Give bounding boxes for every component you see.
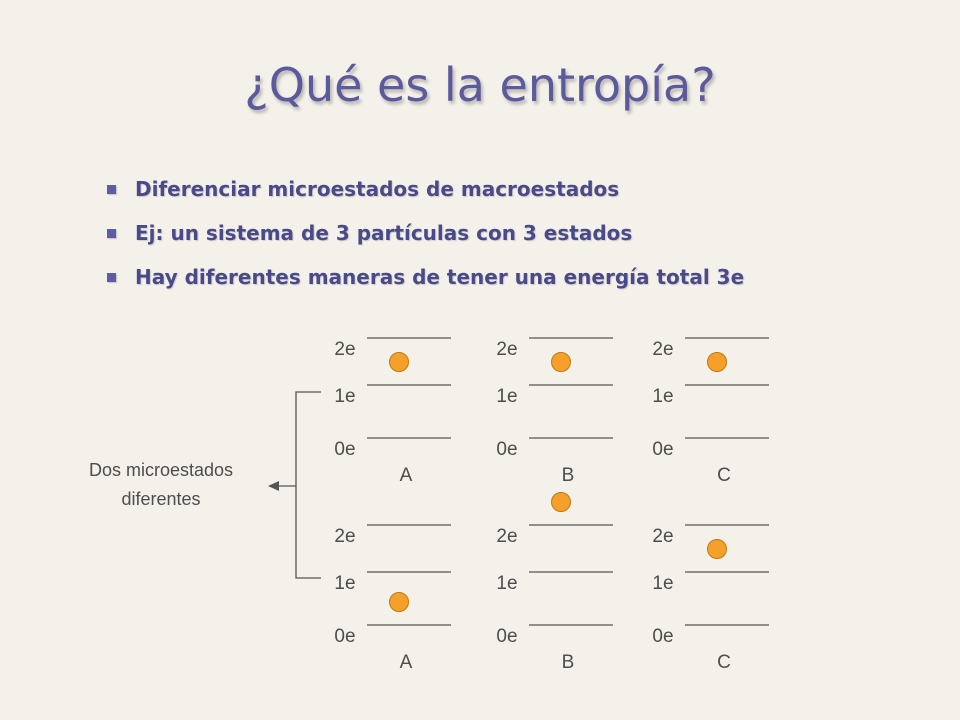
- energy-level-label: 1e: [496, 573, 517, 594]
- caption-line-2: diferentes: [121, 489, 200, 509]
- bullet-text: Hay diferentes maneras de tener una ener…: [135, 265, 745, 289]
- particle-dot: [551, 352, 571, 372]
- bullet-text: Diferenciar microestados de macroestados: [135, 177, 620, 201]
- energy-level-label: 0e: [334, 439, 355, 460]
- energy-level-label: 1e: [652, 573, 673, 594]
- particle-dot: [389, 352, 409, 372]
- energy-level-label: 0e: [334, 626, 355, 647]
- energy-level-label: 0e: [652, 626, 673, 647]
- square-bullet-icon: [107, 273, 116, 282]
- energy-level-label: 2e: [496, 339, 517, 360]
- bullet-item: Diferenciar microestados de macroestados: [105, 172, 744, 216]
- particle-label: C: [717, 652, 731, 673]
- energy-level-label: 1e: [652, 386, 673, 407]
- energy-level-label: 2e: [334, 339, 355, 360]
- energy-level-label: 0e: [496, 626, 517, 647]
- particle-label: C: [717, 465, 731, 486]
- particle-dot: [707, 539, 727, 559]
- bullet-list: Diferenciar microestados de macroestados…: [105, 172, 744, 304]
- particle-dot: [707, 352, 727, 372]
- energy-level-label: 1e: [334, 573, 355, 594]
- square-bullet-icon: [107, 185, 116, 194]
- particle-dot: [551, 492, 571, 512]
- particle-label: B: [562, 652, 575, 673]
- energy-level-label: 1e: [334, 386, 355, 407]
- slide-title: ¿Qué es la entropía?: [244, 58, 716, 112]
- energy-level-label: 2e: [652, 339, 673, 360]
- energy-level-label: 1e: [496, 386, 517, 407]
- caption-line-1: Dos microestados: [89, 460, 233, 480]
- particle-dot: [389, 592, 409, 612]
- bullet-item: Hay diferentes maneras de tener una ener…: [105, 260, 744, 304]
- energy-level-label: 2e: [652, 526, 673, 547]
- particle-label: B: [562, 465, 575, 486]
- particle-label: A: [400, 465, 413, 486]
- bullet-text: Ej: un sistema de 3 partículas con 3 est…: [135, 221, 633, 245]
- energy-level-label: 0e: [652, 439, 673, 460]
- particle-label: A: [400, 652, 413, 673]
- arrow-head-icon: [268, 481, 279, 491]
- energy-level-label: 2e: [334, 526, 355, 547]
- bullet-item: Ej: un sistema de 3 partículas con 3 est…: [105, 216, 744, 260]
- energy-level-label: 0e: [496, 439, 517, 460]
- bracket-line: [295, 391, 321, 579]
- energy-level-label: 2e: [496, 526, 517, 547]
- square-bullet-icon: [107, 229, 116, 238]
